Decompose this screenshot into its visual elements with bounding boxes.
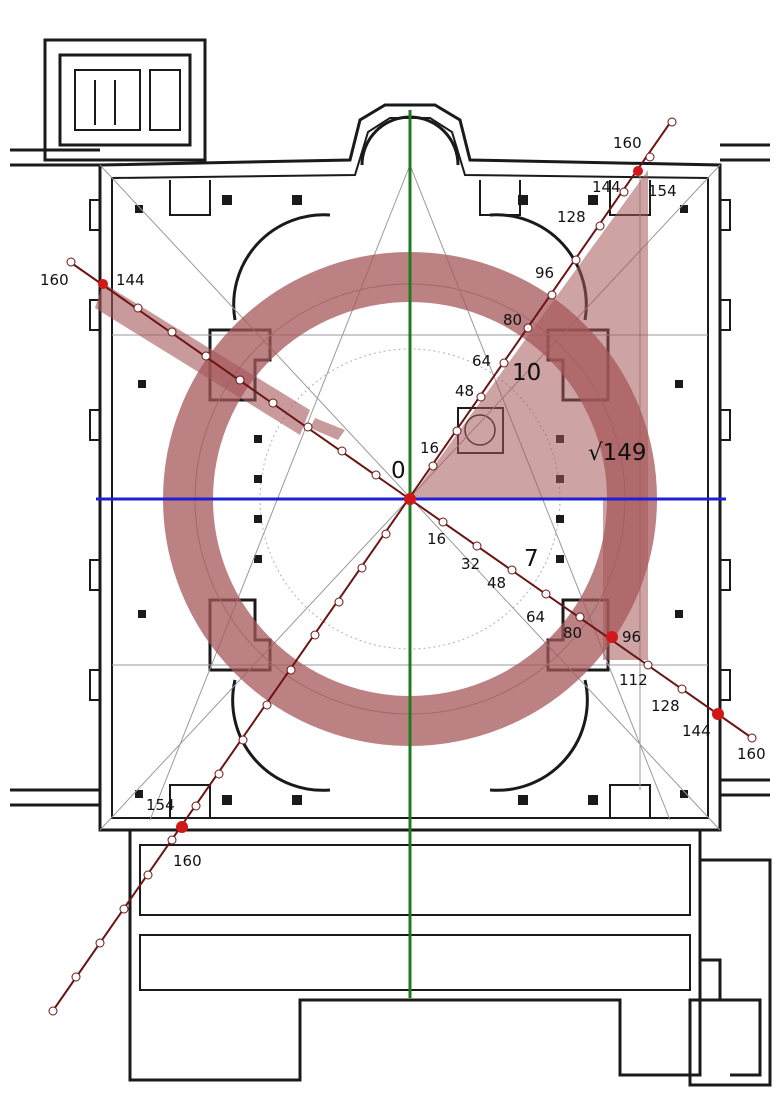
columns (135, 195, 688, 805)
label-seven: 7 (524, 546, 539, 572)
tick-label: 160 (40, 271, 69, 289)
inner-wall (111, 117, 709, 819)
tick-label: 96 (535, 264, 554, 282)
tick-label: 154 (146, 796, 175, 814)
diagonal-bar-small (310, 418, 345, 440)
origin-marker (404, 493, 416, 505)
annex-bottom-right (688, 858, 772, 1087)
entry-right-wall (720, 143, 770, 797)
label-sqrt149: √149 (588, 440, 647, 466)
tick-label: 80 (563, 624, 582, 642)
tick-label: 96 (622, 628, 641, 646)
origin-label: 0 (391, 458, 406, 484)
exedra-bottom-right (489, 679, 589, 792)
tick-label: 16 (427, 530, 446, 548)
marker-96 (606, 631, 618, 643)
tick-label: 160 (737, 745, 766, 763)
marker-154-bottom (176, 821, 188, 833)
tick-label: 144 (592, 178, 621, 196)
diagonal-bar (95, 283, 310, 435)
tick-label: 144 (682, 722, 711, 740)
tick-label: 64 (472, 352, 491, 370)
tick-dots (48, 117, 757, 1016)
annex-top-left (43, 38, 207, 162)
tick-label: 16 (420, 439, 439, 457)
tick-label: 32 (461, 555, 480, 573)
tick-label: 154 (648, 182, 677, 200)
tick-label: 128 (651, 697, 680, 715)
exedra-bottom-left (231, 679, 331, 792)
tick-label: 112 (619, 671, 648, 689)
annex-top-left-inner (74, 69, 181, 131)
tick-label: 48 (487, 574, 506, 592)
tick-label: 160 (613, 134, 642, 152)
marker-144-right (712, 708, 724, 720)
marker-144-left (98, 279, 108, 289)
tick-label: 64 (526, 608, 545, 626)
triangle-wedge (410, 170, 648, 499)
tick-label: 80 (503, 311, 522, 329)
narthex-band-2 (139, 934, 691, 991)
tick-label: 144 (116, 271, 145, 289)
tick-label: 48 (455, 382, 474, 400)
right-piers (720, 199, 731, 701)
tick-label: 160 (173, 852, 202, 870)
entry-left-wall (10, 148, 100, 807)
red-markers (98, 166, 724, 833)
south-recesses (169, 784, 651, 818)
exedra-top-left (232, 213, 331, 321)
side-bar (603, 499, 648, 660)
narthex-band-1 (139, 844, 691, 916)
label-ten: 10 (512, 360, 541, 386)
marker-160-top (633, 166, 643, 176)
tick-label: 128 (557, 208, 586, 226)
left-piers (89, 199, 100, 701)
